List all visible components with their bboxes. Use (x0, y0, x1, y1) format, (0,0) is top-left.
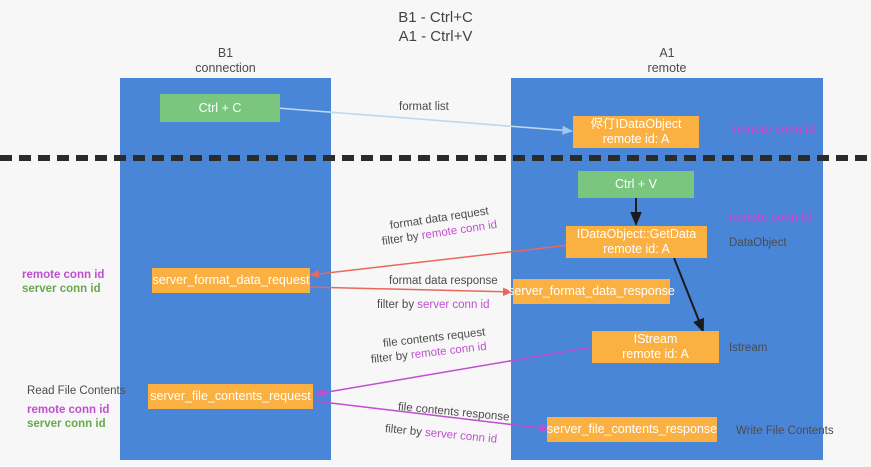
node-idataobject-line-1: 侭仃IDataObject (590, 117, 682, 131)
node-ctrl-c-label: Ctrl + C (198, 100, 242, 115)
lane-header-b1-name: B1 (217, 46, 234, 60)
node-server-file-contents-request-label: server_file_contents_request (150, 389, 311, 403)
title-line-2: A1 - Ctrl+V (398, 28, 473, 45)
node-idataobject-line-2: remote id: A (602, 132, 670, 146)
filter-prefix: filter by (384, 423, 426, 439)
node-istream-line-2: remote id: A (622, 347, 689, 361)
node-server-format-data-request[interactable]: server_format_data_request (152, 268, 310, 293)
node-ctrl-v[interactable]: Ctrl + V (578, 171, 694, 198)
annotation-left-server-conn-id-bottom: server conn id (27, 418, 106, 430)
lane-header-a1: A1 remote (511, 46, 823, 76)
lane-header-b1: B1 connection (120, 46, 331, 76)
node-istream-line-1: IStream (633, 332, 678, 346)
arrow-file-contents-request (315, 346, 593, 397)
node-istream[interactable]: IStream remote id: A (592, 331, 719, 363)
node-server-file-contents-response[interactable]: server_file_contents_response (547, 417, 717, 442)
annotation-remote-conn-id-top: remote conn id (733, 124, 816, 136)
annotation-dataobject: DataObject (729, 237, 787, 249)
annotation-read-file-contents: Read File Contents (27, 385, 126, 397)
annotation-left-server-conn-id-mid: server conn id (22, 283, 101, 295)
node-server-file-contents-response-label: server_file_contents_response (546, 422, 718, 436)
node-idataobject-getdata[interactable]: IDataObject::GetData remote id: A (566, 226, 707, 258)
edge-label-format-data-response: format data response (389, 275, 498, 287)
arrow-file-contents-response (313, 400, 550, 433)
arrow-format-data-response (307, 286, 513, 296)
lane-header-a1-role: remote (647, 61, 687, 75)
annotation-left-remote-conn-id-mid: remote conn id (22, 269, 105, 281)
node-ctrl-v-label: Ctrl + V (614, 177, 658, 191)
annotation-istream: Istream (729, 342, 768, 354)
node-server-format-data-response[interactable]: server_format_data_response (508, 279, 675, 304)
node-server-file-contents-request[interactable]: server_file_contents_request (148, 384, 313, 409)
edge-label-format-list: format list (399, 101, 449, 113)
arrow-getdata-istream (673, 257, 704, 333)
node-server-format-data-request-label: server_format_data_request (152, 273, 310, 287)
node-idataobject[interactable]: 侭仃IDataObject remote id: A (573, 116, 699, 148)
annotation-left-remote-conn-id-bottom: remote conn id (27, 404, 110, 416)
node-server-format-data-response-label: server_format_data_response (508, 284, 675, 298)
node-getdata-line-1: IDataObject::GetData (576, 227, 697, 241)
filter-prefix: filter by (377, 299, 418, 311)
node-getdata-line-2: remote id: A (603, 242, 670, 256)
lane-header-b1-role: connection (195, 61, 256, 75)
node-ctrl-c[interactable]: Ctrl + C (160, 94, 280, 122)
diagram-title: B1 - Ctrl+C A1 - Ctrl+V (0, 8, 871, 46)
lane-header-a1-name: A1 (659, 46, 675, 60)
annotation-remote-conn-id-mid: remote conn id (729, 212, 812, 224)
filter-key-server-conn-id: server conn id (417, 299, 490, 311)
title-line-1: B1 - Ctrl+C (398, 9, 473, 26)
arrow-format-data-request (309, 243, 579, 279)
arrow-format-list (276, 107, 573, 135)
edge-label-format-data-response-filter: filter by server conn id (377, 298, 490, 312)
annotation-write-file-contents: Write File Contents (736, 425, 834, 437)
